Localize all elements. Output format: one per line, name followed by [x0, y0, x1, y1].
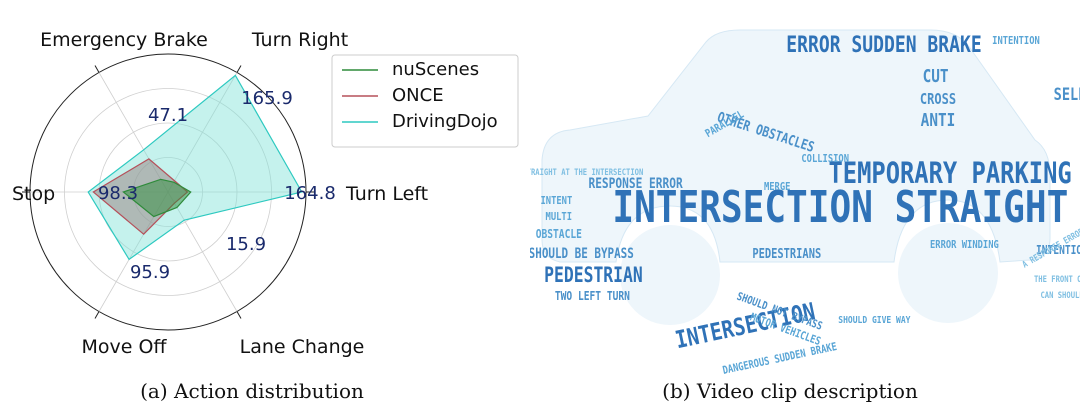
cloud-word: ERROR SUDDEN BRAKE	[786, 31, 981, 57]
radar-value-labels: 164.8 165.9 47.1 98.3 95.9 15.9	[98, 88, 336, 283]
car-wheel-front	[620, 225, 720, 325]
cloud-word: ERROR WINDING	[930, 239, 999, 251]
radar-series-nuscenes	[122, 178, 192, 218]
value-label-stop: 98.3	[98, 183, 138, 204]
cloud-word: CAN SHOULD BE BYPASSED	[1040, 289, 1080, 300]
cloud-word: INTENTION	[992, 35, 1040, 47]
legend-frame	[331, 54, 519, 148]
radar-chart: Turn Left Turn Right Emergency BrakeStopMo…	[12, 29, 519, 403]
cloud-word: INTERSECTION STRAIGHT	[612, 183, 1068, 233]
caption-b: (b) Video clip description	[662, 379, 918, 403]
legend-label-nuscenes: nuScenes	[392, 59, 479, 80]
cloud-word: THE FRONT OBSTACLES CROSS	[1034, 273, 1080, 284]
cloud-word: TWO LEFT TURN	[555, 289, 630, 303]
cloud-word: STRAIGHT AT THE INTERSECTION	[530, 166, 643, 177]
radar-tick	[236, 311, 242, 319]
car-body	[541, 29, 1051, 263]
value-label-move-off: 95.9	[130, 262, 170, 283]
value-label-turn-right: 165.9	[241, 88, 293, 109]
cloud-word: MULTI	[546, 211, 572, 223]
car-shape-outline	[541, 29, 1051, 325]
cloud-word: TEMPORARY PARKING	[828, 157, 1071, 191]
cloud-word: CROSS	[920, 91, 956, 109]
cloud-word: INTENT	[541, 195, 573, 207]
value-label-emergency-brake: 47.1	[148, 105, 188, 126]
caption-a: (a) Action distribution	[140, 379, 364, 403]
radar-spoke	[167, 191, 238, 312]
car-wheel-rear	[898, 223, 998, 323]
cloud-word: SELF	[1054, 85, 1080, 105]
legend-label-drivingdojo: DrivingDojo	[392, 111, 498, 132]
radar-spoke	[167, 72, 238, 193]
cloud-word: SHOULD GIVE WAY	[838, 315, 911, 326]
cloud-word: DANGEROUS SUDDEN BRAKE	[722, 341, 838, 377]
radar-tick	[94, 311, 100, 319]
cloud-word: PEDESTRIANS	[752, 246, 821, 261]
axis-label-lane-change: Lane Change	[240, 336, 365, 358]
cloud-word: RESPONSE ERROR	[588, 175, 683, 192]
cloud-word: ANTI	[921, 109, 956, 130]
axis-label-emergency-brake: Emergency Brake	[40, 29, 208, 51]
cloud-word: OBSTACLE	[536, 227, 582, 241]
axis-label-move-off: Move Off	[81, 336, 167, 358]
value-label-turn-left: 164.8	[284, 183, 336, 204]
cloud-word: INTENTION QUESTION	[1036, 243, 1080, 257]
value-label-lane-change: 15.9	[226, 234, 266, 255]
axis-label-stop: Stop	[12, 183, 55, 205]
radar-axis-labels: Turn Left Turn Right Emergency BrakeStopMo…	[12, 29, 428, 358]
radar-tick	[94, 65, 100, 73]
axis-label-turn-right: Turn Right	[251, 29, 348, 51]
cloud-word: MERGE	[764, 181, 790, 193]
cloud-word: COLLISION	[801, 153, 849, 165]
radar-tick	[236, 65, 242, 73]
legend-label-once: ONCE	[392, 85, 444, 106]
cloud-word: SHOULD BE BYPASS	[530, 245, 634, 262]
radar-series-group	[87, 74, 303, 261]
cloud-word: CUT	[923, 65, 949, 86]
axis-label-turn-left: Turn Left	[345, 183, 428, 205]
cloud-word: PEDESTRIAN	[544, 264, 643, 287]
